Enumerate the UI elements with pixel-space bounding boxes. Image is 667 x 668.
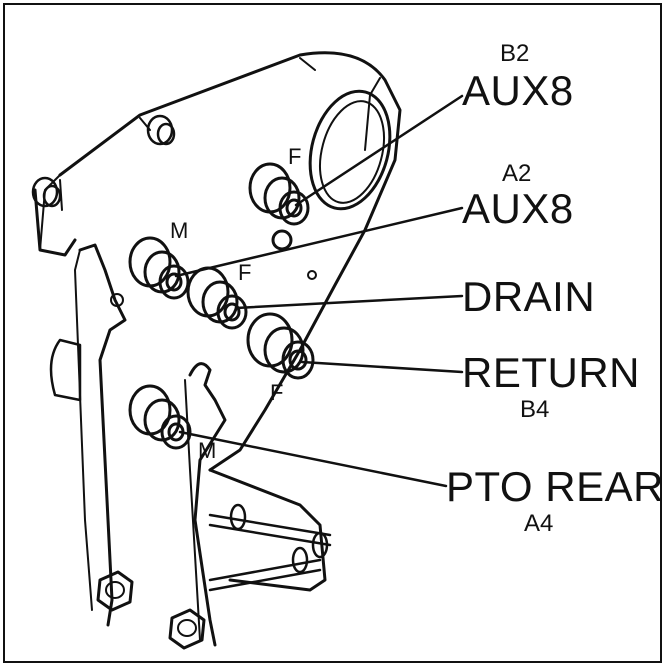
label-drain: DRAIN <box>462 273 596 320</box>
small-hole <box>271 229 293 251</box>
gender-drain: F <box>238 260 252 285</box>
bracket-plate <box>58 51 402 472</box>
oval-hole <box>308 89 392 211</box>
label-pto-rear-code: A4 <box>524 510 554 537</box>
coupler-aux8-b2 <box>248 162 310 226</box>
label-return-code: B4 <box>520 396 550 423</box>
lower-frame <box>208 468 327 592</box>
leader-lines <box>174 94 464 488</box>
bar-end-2 <box>311 531 329 559</box>
left-cylinder <box>49 338 82 402</box>
gender-aux8-top: F <box>288 144 302 169</box>
leader-pto-rear <box>178 430 448 488</box>
coupler-aux8-a2 <box>128 236 190 300</box>
coupler-pto-rear <box>128 384 192 450</box>
leader-aux8-a2 <box>174 206 464 278</box>
coupler-return <box>246 312 315 380</box>
plate-top-edge <box>59 57 316 211</box>
label-pto-rear: PTO REAR <box>446 463 664 510</box>
bolt-lower-right <box>168 608 206 650</box>
plate-side <box>33 188 77 257</box>
bar-end-3 <box>291 546 309 574</box>
leader-return <box>300 360 464 374</box>
plate-bevel <box>39 77 381 251</box>
gender-pto-rear: M <box>198 438 217 463</box>
mount-bracket-left <box>78 243 127 627</box>
label-aux8-mid: AUX8 <box>462 185 574 232</box>
bar-end-1 <box>229 503 247 531</box>
label-return: RETURN <box>462 349 640 396</box>
cross-bar-1 <box>208 513 332 547</box>
diagram-border <box>3 3 662 663</box>
bolt-lower-left <box>96 570 134 612</box>
gender-return: F <box>270 380 284 405</box>
gender-aux8-mid: M <box>170 218 189 243</box>
cross-bar-2 <box>208 558 322 592</box>
top-coupler-1 <box>31 176 62 208</box>
label-aux8-top-code: B2 <box>500 40 530 67</box>
leader-drain <box>234 294 464 310</box>
label-aux8-mid-code: A2 <box>502 160 532 187</box>
bracket-bolt-hole <box>110 293 124 307</box>
top-coupler-2 <box>146 114 176 146</box>
leader-aux8-b2 <box>294 94 464 207</box>
label-aux8-top: AUX8 <box>462 67 574 114</box>
lever-hook <box>188 362 227 647</box>
